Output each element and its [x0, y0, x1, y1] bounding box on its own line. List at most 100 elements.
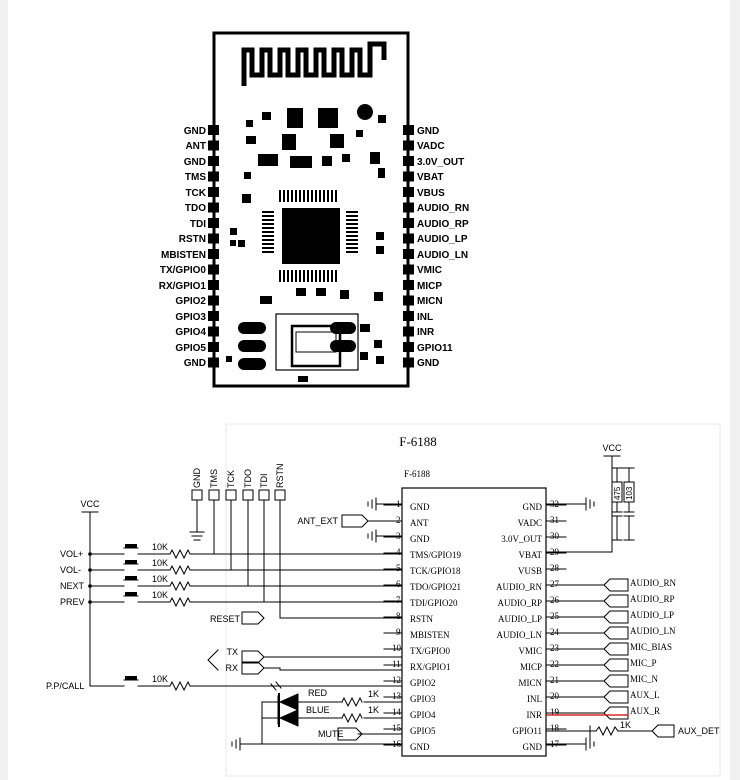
chip-pin-name: TMS/GPIO19: [410, 550, 462, 560]
module-pin-right: VBAT: [417, 172, 443, 183]
resistor-value: 10K: [152, 674, 168, 684]
pin-number: 15: [392, 723, 402, 733]
button-labels: VOL+ VOL- NEXT PREV P.P/CALL 10K 10K 10K…: [46, 542, 168, 691]
pin-number: 10: [392, 643, 402, 653]
mute-label: MUTE: [318, 729, 344, 739]
pin-number: 13: [392, 691, 402, 701]
pin-number: 26: [550, 595, 560, 605]
pin-number: 5: [396, 563, 401, 573]
left-gnd-symbols: [231, 497, 403, 751]
vcc-left-rail: [81, 511, 99, 687]
module-pad: [403, 187, 414, 197]
chip-pin-name: INR: [527, 710, 543, 720]
pin-number: 12: [392, 675, 401, 685]
chip-pin-name: INL: [527, 694, 542, 704]
module-pin-right: VMIC: [417, 265, 442, 276]
module-pin-left: GND: [184, 358, 206, 369]
module-pin-right: 3.0V_OUT: [417, 157, 464, 168]
header-pin-label: TMS: [209, 469, 219, 488]
chip-pin-name: MBISTEN: [410, 630, 450, 640]
pin-number: 24: [550, 627, 560, 637]
led-blue-label: BLUE: [306, 705, 330, 715]
crystal-outline: [275, 313, 359, 371]
net-port: [603, 658, 629, 672]
pin-number: 23: [550, 643, 560, 653]
module-right-pads: [403, 125, 414, 368]
schematic: F-6188 F-6188 GND ANT GND TMS/GPIO19 TCK…: [46, 423, 721, 777]
schematic-panel: [225, 423, 721, 777]
chip-pin-name: VMIC: [518, 646, 542, 656]
aux-res-value: 1K: [620, 720, 631, 730]
module-right-labels: GND VADC 3.0V_OUT VBAT VBUS AUDIO_RN AUD…: [417, 126, 469, 369]
jtag-header: [189, 489, 403, 619]
module-pin-left: MBISTEN: [161, 250, 206, 261]
chip-pin-name: GPIO11: [512, 726, 542, 736]
reset-label: RESET: [210, 614, 241, 624]
chip-pin-name: GPIO5: [410, 726, 436, 736]
chip-label: F-6188: [404, 469, 431, 479]
chip-pin-name: 3.0V_OUT: [501, 534, 542, 544]
module-pad: [208, 140, 219, 151]
module-pad: [208, 156, 219, 166]
pin-number: 18: [550, 723, 560, 733]
module-pad: [403, 218, 414, 228]
module-pin-left: RX/GPIO1: [159, 281, 207, 292]
module-left-labels: GND ANT GND TMS TCK TDO TDI RSTN MBISTEN…: [159, 126, 207, 369]
module-pin-right: INL: [417, 312, 433, 323]
module-pad: [403, 202, 414, 213]
net-port: [603, 626, 629, 640]
module-pad: [208, 295, 219, 306]
module-pin-right: GPIO11: [417, 343, 453, 354]
ppcall-label: P.P/CALL: [46, 681, 84, 691]
chip-pin-name: GPIO2: [410, 678, 436, 688]
ant-ext-label: ANT_EXT: [297, 516, 338, 526]
module-pad: [403, 264, 414, 275]
pin-number: 22: [550, 659, 559, 669]
module-drawing: GND ANT GND TMS TCK TDO TDI RSTN MBISTEN…: [159, 31, 469, 388]
module-pad: [208, 342, 219, 352]
module-pin-left: GPIO3: [175, 312, 206, 323]
chip-pin-name: GND: [410, 742, 430, 752]
resistor-value: 10K: [152, 590, 168, 600]
tx-label: TX: [226, 647, 238, 657]
pin-number: 11: [392, 659, 401, 669]
chip-pin-name: GND: [523, 502, 543, 512]
header-labels: GND TMS TCK TDO TDI RSTN: [192, 464, 285, 489]
chip-pin-name: VADC: [518, 518, 542, 528]
net-port: [603, 706, 629, 720]
module-left-pads: [208, 125, 219, 368]
module-pin-left: GPIO4: [175, 327, 206, 338]
module-pad: [403, 125, 414, 135]
net-port: [603, 594, 629, 608]
module-pad: [208, 171, 219, 182]
net-label: AUX_L: [630, 690, 660, 700]
aux-det-label: AUX_DET: [678, 726, 720, 736]
module-pad: [208, 125, 219, 135]
module-pad: [403, 357, 414, 368]
chip-pins: [383, 504, 567, 746]
module-pin-left: TX/GPIO0: [160, 265, 207, 276]
resistor-value: 10K: [152, 558, 168, 568]
chip-box: [401, 487, 547, 757]
led-red-label: RED: [308, 688, 328, 698]
module-pad: [208, 233, 219, 244]
module-pin-left: GND: [184, 157, 206, 168]
rx-label: RX: [225, 663, 238, 673]
net-label: MIC_BIAS: [630, 642, 672, 652]
antenna-trace: [241, 41, 387, 86]
module-pin-right: AUDIO_LN: [417, 250, 468, 261]
module-pin-left: RSTN: [179, 234, 206, 245]
module-pin-right: AUDIO_RP: [417, 219, 469, 230]
module-pad: [403, 342, 414, 352]
module-pin-left: GPIO2: [175, 296, 206, 307]
pin-number: 6: [396, 579, 401, 589]
main-ic: [282, 208, 340, 264]
chip-pin-name: VUSB: [518, 566, 542, 576]
net-port: [603, 578, 629, 592]
module-pad: [208, 187, 219, 197]
chip-pin-name: AUDIO_RP: [497, 598, 542, 608]
module-pin-right: GND: [417, 358, 439, 369]
led-diodes: [270, 681, 299, 727]
net-label: AUX_R: [630, 706, 660, 716]
net-port: [603, 610, 629, 624]
